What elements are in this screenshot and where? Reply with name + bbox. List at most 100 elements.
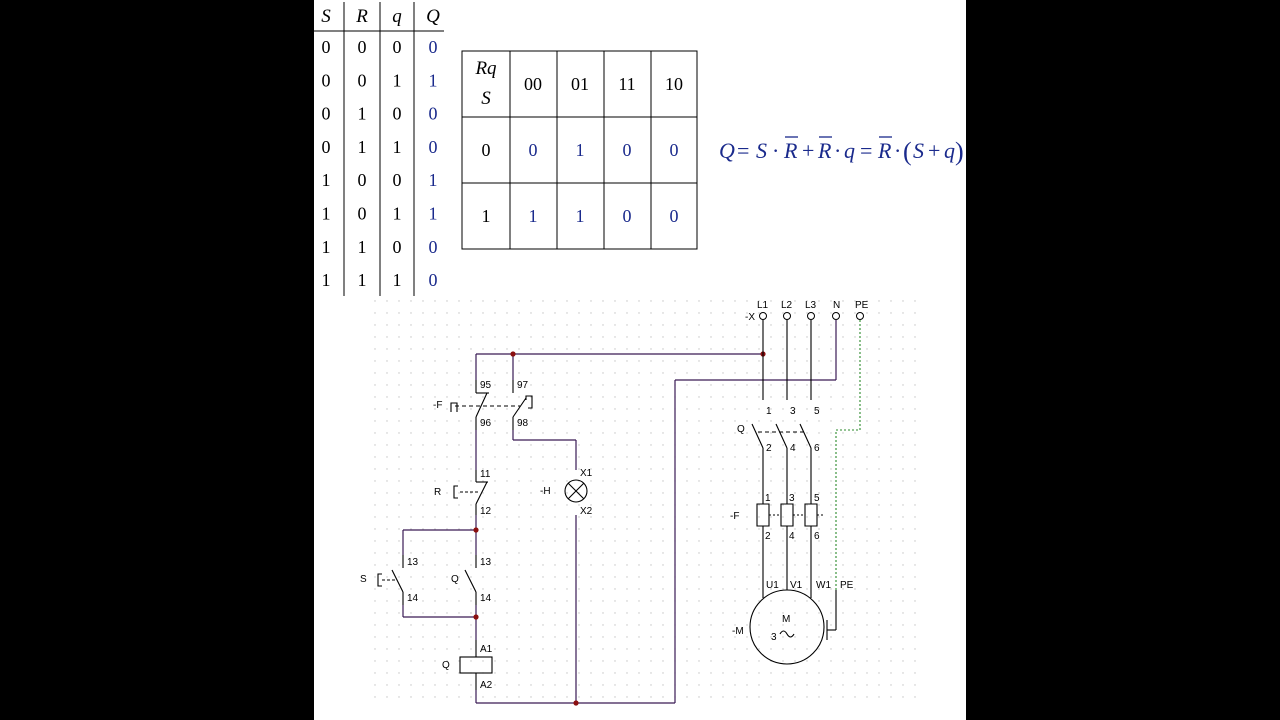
overload-bottom-2: 2 — [765, 531, 771, 542]
lamp-term-top: X1 — [580, 468, 593, 479]
tt-input-cell: 0 — [393, 237, 402, 257]
kmap-col-01: 01 — [571, 74, 589, 94]
boolean-formula: Q = S · R + R · q = R · ( S + q ) — [719, 136, 964, 166]
tt-input-cell: 1 — [358, 237, 367, 257]
svg-text:): ) — [955, 137, 964, 166]
kmap-col-11: 11 — [618, 74, 635, 94]
kmap-cell: 0 — [623, 206, 632, 226]
overload-bottom-4: 4 — [789, 531, 795, 542]
terminal-l3: L3 — [805, 300, 817, 311]
tt-input-cell: 0 — [358, 170, 367, 190]
overload-top-5: 5 — [814, 493, 820, 504]
tt-output-cell: 0 — [429, 270, 438, 290]
coil-label: Q — [442, 660, 450, 671]
tt-input-cell: 0 — [393, 170, 402, 190]
tt-header-q: Q — [426, 6, 440, 27]
coil-term-top: A1 — [480, 644, 493, 655]
tt-header-r: R — [355, 6, 368, 27]
kmap-cell: 1 — [529, 206, 538, 226]
relay-label: -F — [433, 400, 442, 411]
svg-text:·: · — [834, 138, 841, 163]
tt-input-cell: 1 — [393, 70, 402, 90]
lamp-term-bottom: X2 — [580, 506, 593, 517]
main-top-3: 3 — [790, 406, 796, 417]
overload-top-3: 3 — [789, 493, 795, 504]
relay-no-top: 97 — [517, 380, 529, 391]
tt-output-cell: 0 — [429, 104, 438, 124]
coil-term-bottom: A2 — [480, 680, 493, 691]
karnaugh-map — [461, 50, 698, 250]
kmap-row-label-1: 1 — [482, 206, 491, 226]
tt-output-cell: 1 — [429, 170, 438, 190]
main-top-5: 5 — [814, 406, 820, 417]
kmap-cell: 0 — [670, 140, 679, 160]
motor-phases: 3 — [771, 632, 777, 643]
tt-input-cell: 0 — [358, 204, 367, 224]
overload-label: -F — [730, 511, 739, 522]
motor-term-pe: PE — [840, 580, 854, 591]
tt-header-s: S — [321, 6, 331, 27]
svg-text:Q: Q — [719, 138, 735, 163]
tt-input-cell: 1 — [322, 204, 331, 224]
terminal-n: N — [833, 300, 840, 311]
tt-input-cell: 1 — [322, 237, 331, 257]
terminal-l2: L2 — [781, 300, 793, 311]
main-bottom-4: 4 — [790, 443, 796, 454]
kmap-corner-s: S — [481, 88, 491, 109]
tt-input-cell: 1 — [393, 204, 402, 224]
stop-label: R — [434, 487, 441, 498]
kmap-col-10: 10 — [665, 74, 683, 94]
tt-output-cell: 0 — [429, 237, 438, 257]
main-bottom-2: 2 — [766, 443, 772, 454]
tt-header-q-lower: q — [392, 6, 402, 27]
kmap-cell: 1 — [576, 140, 585, 160]
hold-contact-top: 13 — [480, 557, 492, 568]
tt-input-cell: 0 — [393, 37, 402, 57]
svg-text:R: R — [877, 138, 892, 163]
svg-text:S: S — [756, 138, 767, 163]
tt-output-cell: 1 — [429, 204, 438, 224]
motor-letter: M — [782, 614, 790, 625]
svg-text:+: + — [928, 138, 940, 163]
svg-text:R: R — [783, 138, 798, 163]
start-contact-top: 13 — [407, 557, 419, 568]
overload-top-1: 1 — [765, 493, 771, 504]
kmap-row-label-0: 0 — [482, 140, 491, 160]
tt-input-cell: 1 — [393, 137, 402, 157]
tt-output-cell: 1 — [429, 70, 438, 90]
svg-text:·: · — [894, 138, 901, 163]
svg-text:=: = — [737, 138, 749, 163]
hold-contact-bottom: 14 — [480, 593, 492, 604]
motor-term-w1: W1 — [816, 580, 831, 591]
tt-input-cell: 0 — [322, 37, 331, 57]
tt-input-cell: 1 — [358, 270, 367, 290]
kmap-corner-rq: Rq — [474, 58, 497, 79]
tt-input-cell: 1 — [322, 170, 331, 190]
kmap-cell: 0 — [529, 140, 538, 160]
kmap-cell: 1 — [576, 206, 585, 226]
terminal-pe: PE — [855, 300, 869, 311]
relay-no-bottom: 98 — [517, 418, 529, 429]
tt-input-cell: 0 — [358, 37, 367, 57]
relay-nc-bottom: 96 — [480, 418, 492, 429]
tt-input-cell: 1 — [358, 104, 367, 124]
tt-output-cell: 0 — [429, 37, 438, 57]
start-contact-bottom: 14 — [407, 593, 419, 604]
svg-text:·: · — [772, 138, 779, 163]
terminal-prefix: -X — [745, 312, 755, 323]
terminal-l1: L1 — [757, 300, 769, 311]
tt-input-cell: 1 — [358, 137, 367, 157]
motor-term-v1: V1 — [790, 580, 803, 591]
tt-input-cell: 0 — [322, 104, 331, 124]
kmap-cell: 0 — [623, 140, 632, 160]
svg-text:(: ( — [903, 137, 912, 166]
tt-input-cell: 0 — [322, 70, 331, 90]
tt-input-cell: 1 — [322, 270, 331, 290]
svg-text:q: q — [944, 138, 955, 163]
tt-input-cell: 0 — [322, 137, 331, 157]
hold-label: Q — [451, 574, 459, 585]
stop-contact-bottom: 12 — [480, 506, 492, 517]
